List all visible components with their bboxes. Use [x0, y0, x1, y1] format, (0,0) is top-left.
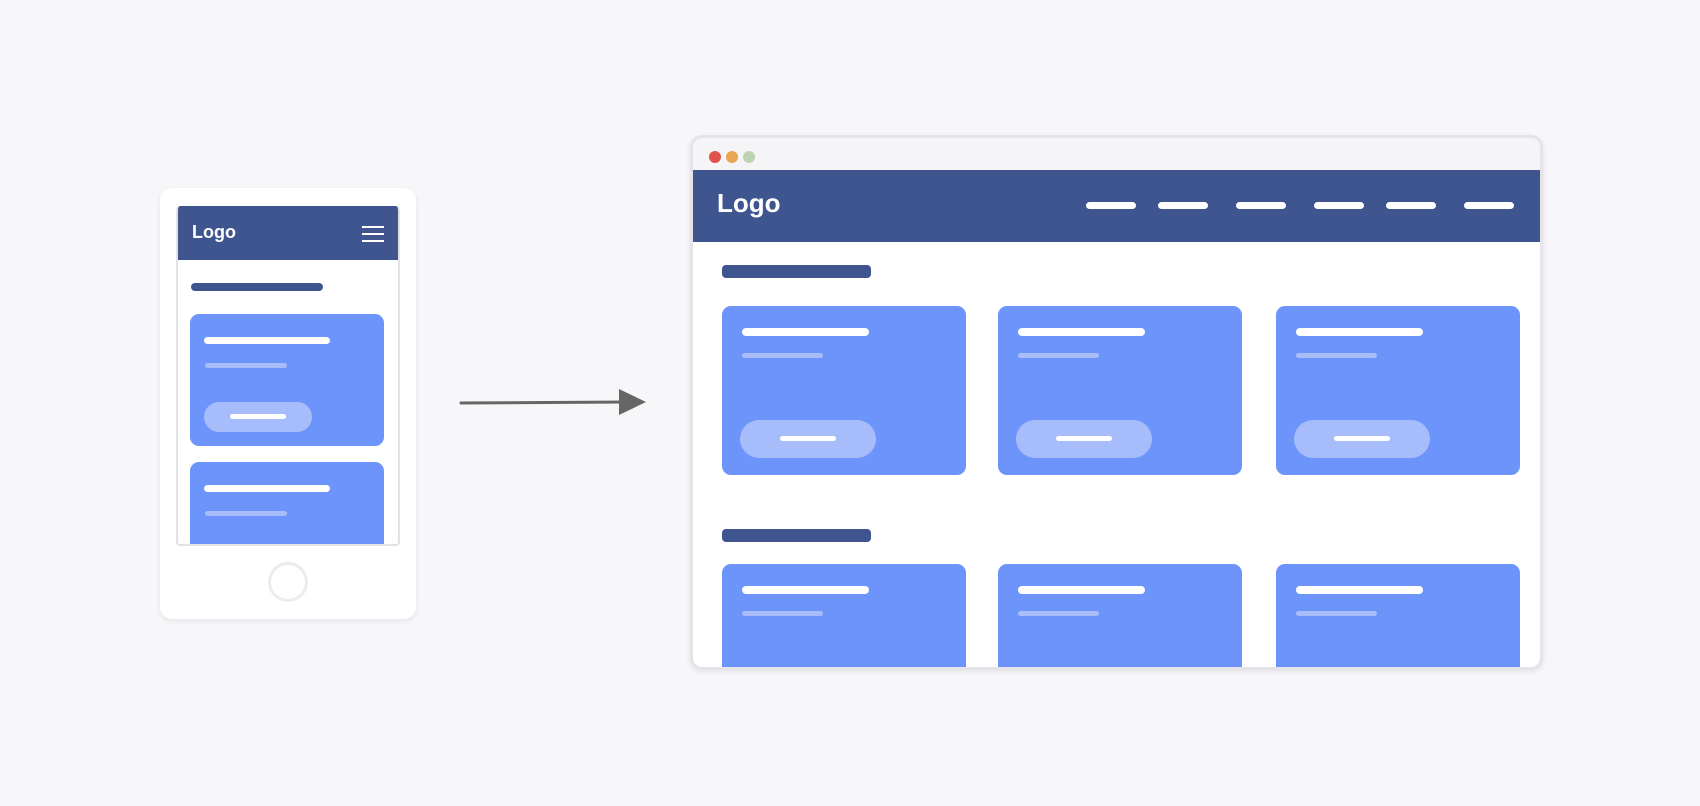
desktop-card [1276, 306, 1520, 475]
mobile-screen: Logo [176, 206, 400, 546]
browser-titlebar [693, 138, 1540, 170]
card-subtitle [1296, 611, 1377, 616]
card-button[interactable] [1016, 420, 1152, 458]
card-button-label [1334, 436, 1390, 441]
nav-item[interactable] [1314, 202, 1364, 209]
nav-item[interactable] [1236, 202, 1286, 209]
card-button-label [1056, 436, 1112, 441]
card-button[interactable] [1294, 420, 1430, 458]
desktop-card [998, 306, 1242, 475]
close-dot-icon[interactable] [709, 151, 721, 163]
minimize-dot-icon[interactable] [726, 151, 738, 163]
card-button[interactable] [740, 420, 876, 458]
card-title [1018, 586, 1145, 594]
desktop-card [722, 306, 966, 475]
nav-item[interactable] [1086, 202, 1136, 209]
card-subtitle [1018, 353, 1099, 358]
card-title [1296, 328, 1423, 336]
hamburger-icon[interactable] [362, 226, 384, 242]
arrow-right-icon [459, 389, 646, 415]
desktop-card [1276, 564, 1520, 667]
card-title [204, 337, 330, 344]
section-title [722, 265, 871, 278]
maximize-dot-icon[interactable] [743, 151, 755, 163]
mobile-logo: Logo [192, 222, 236, 242]
card-subtitle [1018, 611, 1099, 616]
section-title [722, 529, 871, 542]
card-button-label [230, 414, 286, 419]
nav-item[interactable] [1464, 202, 1514, 209]
home-button[interactable] [268, 562, 308, 602]
desktop-card [722, 564, 966, 667]
desktop-logo: Logo [717, 188, 781, 218]
card-title [742, 586, 869, 594]
card-subtitle [742, 611, 823, 616]
mobile-header: Logo [178, 206, 398, 260]
card-subtitle [205, 511, 287, 516]
mobile-section-title [191, 283, 323, 291]
desktop-header: Logo [693, 170, 1540, 242]
card-title [1296, 586, 1423, 594]
mobile-card [190, 462, 384, 544]
desktop-card [998, 564, 1242, 667]
card-button[interactable] [204, 402, 312, 432]
nav-item[interactable] [1386, 202, 1436, 209]
card-subtitle [1296, 353, 1377, 358]
mobile-card [190, 314, 384, 446]
card-subtitle [205, 363, 287, 368]
card-subtitle [742, 353, 823, 358]
card-button-label [780, 436, 836, 441]
card-title [1018, 328, 1145, 336]
nav-item[interactable] [1158, 202, 1208, 209]
card-title [742, 328, 869, 336]
card-title [204, 485, 330, 492]
desktop-browser-window: Logo [690, 135, 1543, 670]
